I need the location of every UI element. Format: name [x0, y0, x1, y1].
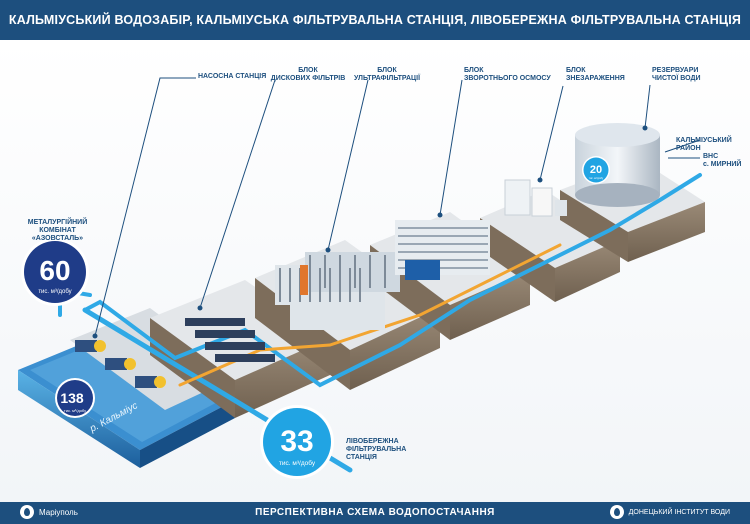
footer-title: ПЕРСПЕКТИВНА СХЕМА ВОДОПОСТАЧАННЯ — [255, 507, 495, 518]
bubble-reservoir-unit: тис. м³/добу — [589, 176, 604, 180]
bubble-azovstal-unit: тис. м³/добу — [38, 289, 71, 295]
bubble-left-bank: 33 тис. м³/добу — [260, 405, 334, 479]
water-drop-icon — [609, 505, 624, 519]
reverse-osmosis-racks — [395, 220, 490, 280]
river-basin — [18, 328, 235, 468]
bubble-left-bank-value: 33 — [280, 425, 313, 458]
page-header: КАЛЬМІУСЬКИЙ ВОДОЗАБІР, КАЛЬМІУСЬКА ФІЛЬ… — [0, 0, 750, 40]
ultrafiltration-modules — [275, 252, 400, 330]
bubble-intake-value: 138 — [60, 390, 84, 406]
label-pump-station: НАСОСНА СТАНЦІЯ — [198, 73, 267, 80]
city-logo-icon — [20, 505, 34, 519]
bubble-reservoir: 20 тис. м³/добу — [582, 156, 610, 184]
water-supply-diagram: 60 тис. м³/добу 138 тис. м³/добу 33 тис.… — [0, 40, 750, 502]
footer-org: ДОНЕЦЬКИЙ ІНСТИТУТ ВОДИ — [609, 505, 730, 519]
bubble-intake-unit: тис. м³/добу — [64, 408, 86, 413]
footer-city: Маріуполь — [20, 505, 78, 519]
leader-lines — [94, 77, 701, 337]
bubble-reservoir-value: 20 — [590, 164, 602, 176]
scheme-illustration: 60 тис. м³/добу 138 тис. м³/добу 33 тис.… — [18, 77, 705, 479]
page-footer: Маріуполь ПЕРСПЕКТИВНА СХЕМА ВОДОПОСТАЧА… — [0, 502, 750, 524]
bubble-left-bank-unit: тис. м³/добу — [279, 459, 316, 467]
disinfection-unit — [504, 179, 567, 217]
pump-units — [75, 340, 166, 388]
leader-dots — [92, 125, 648, 339]
bubble-azovstal-value: 60 — [39, 255, 70, 286]
disc-filter-units — [185, 318, 275, 362]
bubble-azovstal: 60 тис. м³/добу — [21, 238, 89, 306]
bubble-intake: 138 тис. м³/добу — [55, 378, 95, 418]
page-title: КАЛЬМІУСЬКИЙ ВОДОЗАБІР, КАЛЬМІУСЬКА ФІЛЬ… — [8, 13, 742, 27]
